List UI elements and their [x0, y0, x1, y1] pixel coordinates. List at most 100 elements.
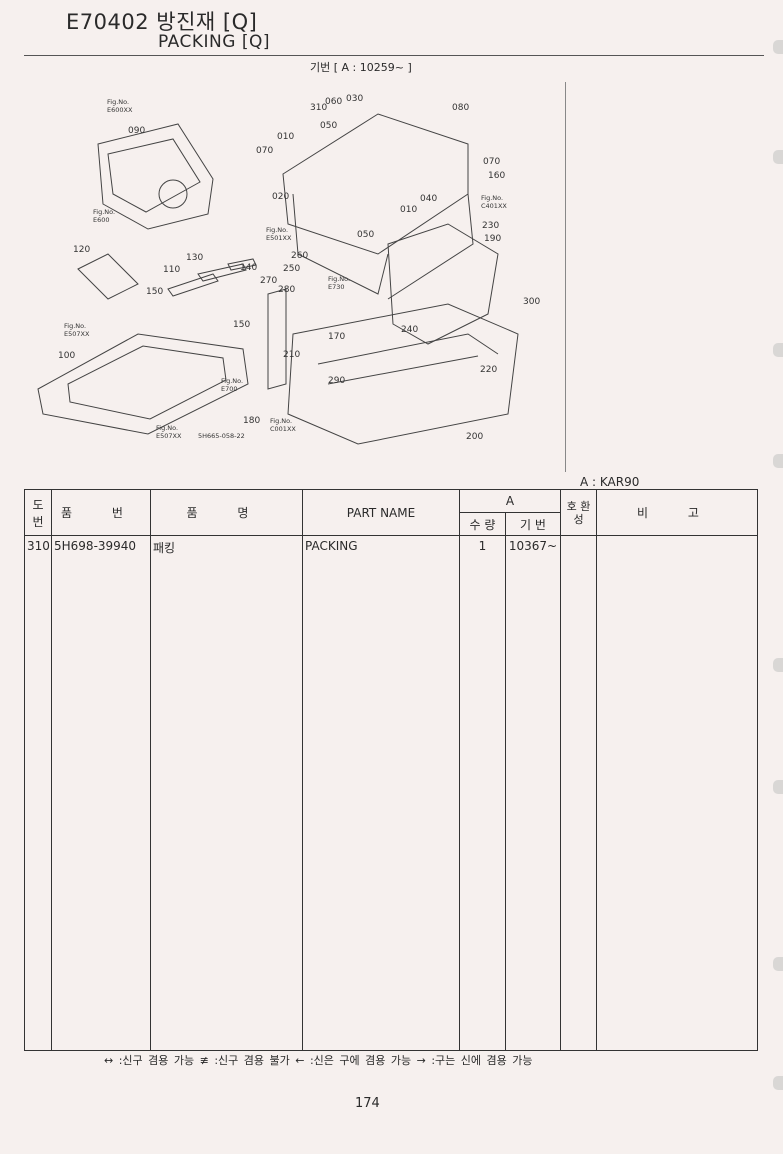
pad-120-shape: [77, 253, 139, 300]
svg-text:E507XX: E507XX: [156, 432, 182, 440]
cell-part-no: 5H698-39940: [51, 535, 151, 556]
svg-text:150: 150: [233, 320, 250, 330]
fan-circle-shape: [158, 179, 188, 209]
svg-text:110: 110: [163, 265, 180, 275]
svg-text:Fig.No.: Fig.No.: [107, 98, 129, 106]
engine-hood-shape: [387, 223, 499, 345]
col-serial: 기 번: [505, 512, 561, 536]
svg-text:C401XX: C401XX: [481, 202, 507, 210]
svg-text:250: 250: [283, 264, 300, 274]
svg-text:010: 010: [400, 205, 417, 215]
serial-range: 기번 [ A : 10259~ ]: [310, 61, 412, 74]
svg-text:130: 130: [186, 253, 203, 263]
binder-tab: [773, 454, 783, 468]
col-qty: 수 량: [459, 512, 506, 536]
table-row: 310 5H698-39940 패킹 PACKING 1 10367~: [24, 535, 758, 556]
svg-text:240: 240: [401, 325, 418, 335]
cell-part-name-kr: 패킹: [150, 535, 303, 556]
chassis-rail-2-shape: [327, 355, 479, 385]
svg-text:080: 080: [452, 103, 469, 113]
svg-text:290: 290: [328, 376, 345, 386]
svg-text:170: 170: [328, 332, 345, 342]
svg-text:C001XX: C001XX: [270, 425, 296, 433]
svg-text:190: 190: [484, 234, 501, 244]
svg-text:260: 260: [291, 251, 308, 261]
svg-text:100: 100: [58, 351, 75, 361]
svg-text:010: 010: [277, 132, 294, 142]
svg-text:140: 140: [240, 263, 257, 273]
svg-text:E501XX: E501XX: [266, 234, 292, 242]
binder-tab: [773, 957, 783, 971]
svg-text:E600XX: E600XX: [107, 106, 133, 114]
col-part-name-kr: 품 명: [150, 489, 303, 536]
svg-text:040: 040: [420, 194, 437, 204]
svg-text:300: 300: [523, 297, 540, 307]
col-part-name-en: PART NAME: [302, 489, 460, 536]
interchange-legend: ↔ :신구 겸용 가능 ≢ :신구 겸용 불가 ← :신은 구에 겸용 가능 →…: [104, 1054, 533, 1067]
svg-text:Fig.No.: Fig.No.: [481, 194, 503, 202]
page-code-title: E70402 방진재 [Q]: [66, 10, 258, 34]
svg-text:E700: E700: [221, 385, 238, 393]
svg-text:200: 200: [466, 432, 483, 442]
cell-remarks: [596, 535, 758, 556]
binder-tab: [773, 780, 783, 794]
svg-text:Fig.No.: Fig.No.: [64, 322, 86, 330]
parts-table: 도번 품 번 품 명 PART NAME A 호 환 성 비 고 수 량 기 번…: [24, 489, 758, 1051]
svg-text:090: 090: [128, 126, 145, 136]
cab-side-shape: [387, 193, 474, 300]
svg-text:Fig.No.: Fig.No.: [266, 226, 288, 234]
svg-text:Fig.No.: Fig.No.: [328, 275, 350, 283]
col-interchange: 호 환 성: [560, 489, 597, 536]
cab-front-shape: [292, 193, 389, 295]
strip-110-shape: [167, 273, 219, 297]
svg-text:120: 120: [73, 245, 90, 255]
svg-text:Fig.No.: Fig.No.: [156, 424, 178, 432]
diagram-right-border: [565, 82, 566, 472]
title-divider: [24, 55, 764, 56]
model-note: A : KAR90: [580, 475, 640, 489]
svg-text:050: 050: [320, 121, 337, 131]
binder-tab: [773, 150, 783, 164]
floor-mat-shape: [97, 123, 214, 230]
cell-interchange: [560, 535, 597, 556]
svg-text:E600: E600: [93, 216, 110, 224]
svg-text:Fig.No.: Fig.No.: [221, 377, 243, 385]
svg-text:160: 160: [488, 171, 505, 181]
binder-tab: [773, 658, 783, 672]
chassis-rail-shape: [317, 333, 499, 365]
svg-text:060: 060: [325, 97, 342, 107]
svg-text:310: 310: [310, 103, 327, 113]
table-filler-row: [24, 556, 758, 1051]
drawing-ref: 5H665-058-22: [198, 432, 245, 440]
svg-text:180: 180: [243, 416, 260, 426]
svg-text:Fig.No.: Fig.No.: [93, 208, 115, 216]
binder-tab: [773, 343, 783, 357]
svg-text:280: 280: [278, 285, 295, 295]
svg-text:Fig.No.: Fig.No.: [270, 417, 292, 425]
svg-text:150: 150: [146, 287, 163, 297]
svg-text:270: 270: [260, 276, 277, 286]
svg-text:E730: E730: [328, 283, 345, 291]
chassis-frame-shape: [287, 303, 519, 445]
svg-text:210: 210: [283, 350, 300, 360]
svg-text:220: 220: [480, 365, 497, 375]
page-english-title: PACKING [Q]: [158, 32, 270, 52]
svg-text:070: 070: [483, 157, 500, 167]
pillar-shape: [267, 288, 287, 390]
cell-item-no: 310: [24, 535, 52, 556]
cab-roof-shape: [282, 113, 469, 255]
binder-tab: [773, 40, 783, 54]
svg-text:050: 050: [357, 230, 374, 240]
strip-130-shape: [197, 263, 247, 282]
floor-plate-shape: [37, 333, 249, 435]
svg-text:020: 020: [272, 192, 289, 202]
svg-text:E507XX: E507XX: [64, 330, 90, 338]
page-number: 174: [355, 1096, 380, 1111]
col-remarks: 비 고: [596, 489, 758, 536]
col-part-no: 품 번: [51, 489, 151, 536]
floor-mat-inner-shape: [107, 138, 201, 213]
svg-text:030: 030: [346, 94, 363, 104]
col-group-a: A: [459, 489, 561, 513]
strip-140-shape: [227, 258, 257, 271]
